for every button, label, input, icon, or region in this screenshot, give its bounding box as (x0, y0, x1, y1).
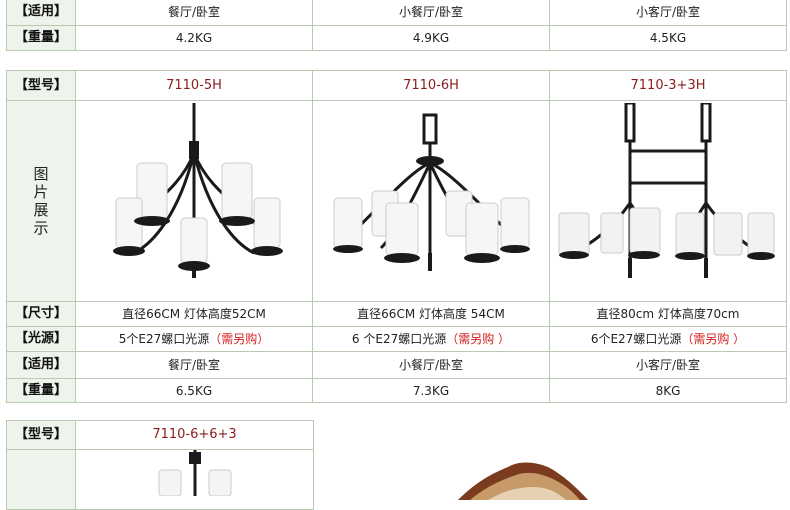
label-char: 展 (33, 201, 49, 219)
weight-value: 4.9KG (312, 25, 550, 51)
label-char: 图 (33, 165, 49, 183)
light-source-text: 6 个E27螺口光源 (351, 332, 447, 346)
label-char: 片 (33, 183, 49, 201)
model-number: 7110-6H (312, 70, 550, 101)
label-char: 示 (33, 219, 49, 237)
light-source-text: 5个E27螺口光源 (118, 332, 210, 346)
spec-table-bottom: 【型号】 7110-6+6+3 (6, 420, 314, 510)
applicable-value: 小餐厅/卧室 (312, 0, 550, 26)
light-source-value: 6个E27螺口光源（需另购 ） (549, 326, 787, 352)
label-light-source: 【光源】 (6, 326, 76, 352)
purchase-separately-note: （需另购） (209, 332, 270, 346)
model-number: 7110-5H (75, 70, 313, 101)
size-value: 直径66CM 灯体高度 54CM (312, 301, 550, 327)
chandelier-15-image (158, 450, 231, 496)
weight-value: 7.3KG (312, 378, 550, 403)
label-weight: 【重量】 (6, 25, 76, 51)
spec-table-main: 【型号】 7110-5H 7110-6H 7110-3+3H 图 片 展 示 (6, 70, 787, 403)
product-image-cell (75, 100, 313, 302)
product-image-cell (312, 100, 550, 302)
purchase-separately-note: （需另购 ） (446, 332, 511, 346)
light-source-value: 6 个E27螺口光源（需另购 ） (312, 326, 550, 352)
label-applicable: 【适用】 (6, 351, 76, 379)
applicable-value: 小餐厅/卧室 (312, 351, 550, 379)
label-applicable: 【适用】 (6, 0, 76, 26)
weight-value: 4.2KG (75, 25, 313, 51)
applicable-value: 餐厅/卧室 (75, 0, 313, 26)
product-image-cell (549, 100, 787, 302)
applicable-value: 小客厅/卧室 (549, 0, 787, 26)
model-number: 7110-6+6+3 (75, 420, 314, 450)
model-number: 7110-3+3H (549, 70, 787, 101)
weight-value: 6.5KG (75, 378, 313, 403)
label-model: 【型号】 (6, 70, 76, 101)
chandelier-3-3-image (558, 103, 775, 278)
label-size: 【尺寸】 (6, 301, 76, 327)
light-source-value: 5个E27螺口光源（需另购） (75, 326, 313, 352)
chandelier-6-image (333, 113, 530, 271)
label-picture-display: 图 片 展 示 (6, 100, 76, 302)
chandelier-5-image (113, 103, 283, 278)
applicable-value: 餐厅/卧室 (75, 351, 313, 379)
weight-value: 4.5KG (549, 25, 787, 51)
light-source-text: 6个E27螺口光源 (590, 332, 682, 346)
applicable-value: 小客厅/卧室 (549, 351, 787, 379)
product-image-cell (75, 449, 314, 510)
weight-value: 8KG (549, 378, 787, 403)
label-weight: 【重量】 (6, 378, 76, 403)
purchase-separately-note: （需另购 ） (681, 332, 746, 346)
size-value: 直径66CM 灯体高度52CM (75, 301, 313, 327)
label-picture-display (6, 449, 76, 510)
size-value: 直径80cm 灯体高度70cm (549, 301, 787, 327)
spec-table-top: 【适用】 餐厅/卧室 小餐厅/卧室 小客厅/卧室 【重量】 4.2KG 4.9K… (6, 0, 787, 51)
label-model: 【型号】 (6, 420, 76, 450)
ornate-furniture-image (458, 462, 588, 500)
